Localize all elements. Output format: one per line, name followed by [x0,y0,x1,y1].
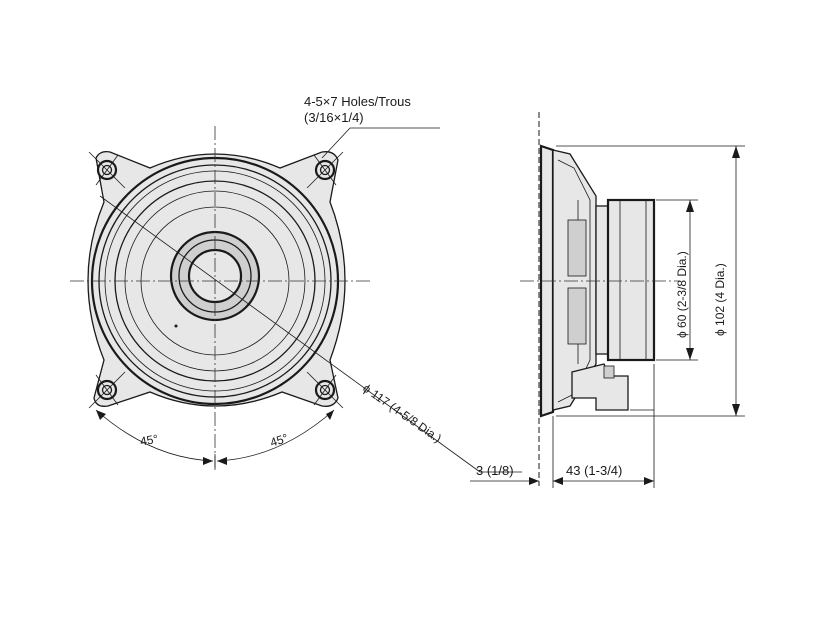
dim-60-arrow-bottom [686,348,694,360]
label-holes-2: (3/16×1/4) [304,110,364,125]
magnet-body [606,198,656,362]
angle-arrow-1 [203,457,213,465]
holes-leader [321,127,351,159]
mounting-hole-br [306,371,344,409]
label-diameter-60: ϕ 60 (2-3/8 Dia.) [675,251,689,338]
front-center-dot [174,324,178,328]
angle-arrow-3 [96,410,106,420]
mounting-hole-tr [306,151,344,189]
basket-window-bottom [567,287,587,345]
dim-102-arrow-bottom [732,404,740,416]
angle-arrow-2 [217,457,227,465]
label-angle-left: 45° [139,432,159,449]
angle-arc-right [216,409,335,462]
dim-3-arrow [529,477,539,485]
dim-60-arrow-top [686,200,694,212]
mounting-hole-bl [88,371,126,409]
dim-43-arrow-right [644,477,654,485]
front-view: 4-5×7 Holes/Trous (3/16×1/4) 45° 45° ϕ 1… [70,94,522,473]
terminal [571,363,629,411]
label-holes-1: 4-5×7 Holes/Trous [304,94,411,109]
mounting-hole-tl [88,151,126,189]
angle-arc-left [95,409,214,462]
diameter-117-leader [99,195,481,473]
basket-inner [557,159,591,403]
terminal-tab [603,365,615,379]
basket-window-top [567,219,587,277]
label-diameter-117: ϕ 117 (4-5/8 Dia.) [360,381,444,446]
magnet-plate-front [595,205,609,355]
label-depth-43: 43 (1-3/4) [566,463,622,478]
label-angle-right: 45° [268,431,290,450]
angle-arrow-4 [326,410,334,420]
side-basket [552,149,597,411]
label-depth-3: 3 (1/8) [476,463,514,478]
label-diameter-102: ϕ 102 (4 Dia.) [713,263,727,336]
dim-102-arrow-top [732,146,740,158]
side-view: ϕ 102 (4 Dia.) ϕ 60 (2-3/8 Dia.) 3 (1/8)… [470,112,745,488]
